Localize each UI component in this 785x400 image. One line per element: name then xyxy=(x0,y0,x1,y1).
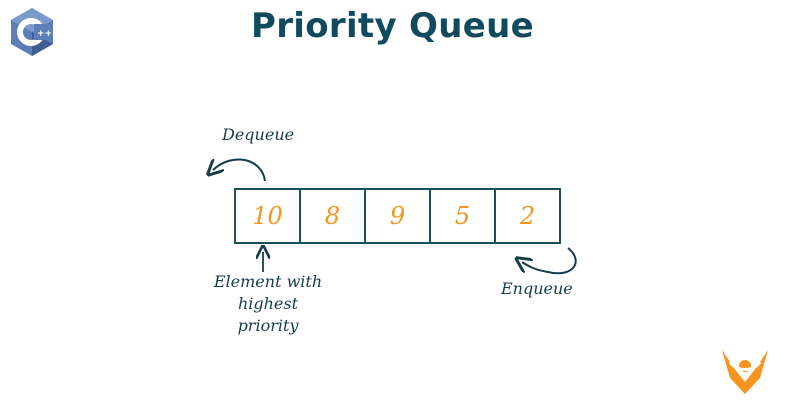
cpp-logo-icon: ++ xyxy=(11,8,53,56)
brand-logo-icon xyxy=(722,350,768,394)
highest-priority-line2: highest priority xyxy=(237,294,299,335)
queue-cell: 5 xyxy=(431,190,496,242)
page-title: Priority Queue xyxy=(250,6,534,46)
priority-queue: 10 8 9 5 2 xyxy=(234,188,561,244)
enqueue-label: Enqueue xyxy=(501,279,573,298)
queue-cell: 9 xyxy=(366,190,431,242)
queue-cell: 2 xyxy=(519,202,536,230)
dequeue-arrow-icon xyxy=(213,158,266,182)
enqueue-arrow-icon xyxy=(522,247,577,275)
highest-priority-label: Element with highest priority xyxy=(210,271,326,337)
queue-cell: 10 xyxy=(236,190,301,242)
dequeue-label: Dequeue xyxy=(222,125,295,144)
svg-text:++: ++ xyxy=(37,29,52,39)
queue-cell: 8 xyxy=(301,190,366,242)
highest-priority-line1: Element with xyxy=(213,272,323,291)
